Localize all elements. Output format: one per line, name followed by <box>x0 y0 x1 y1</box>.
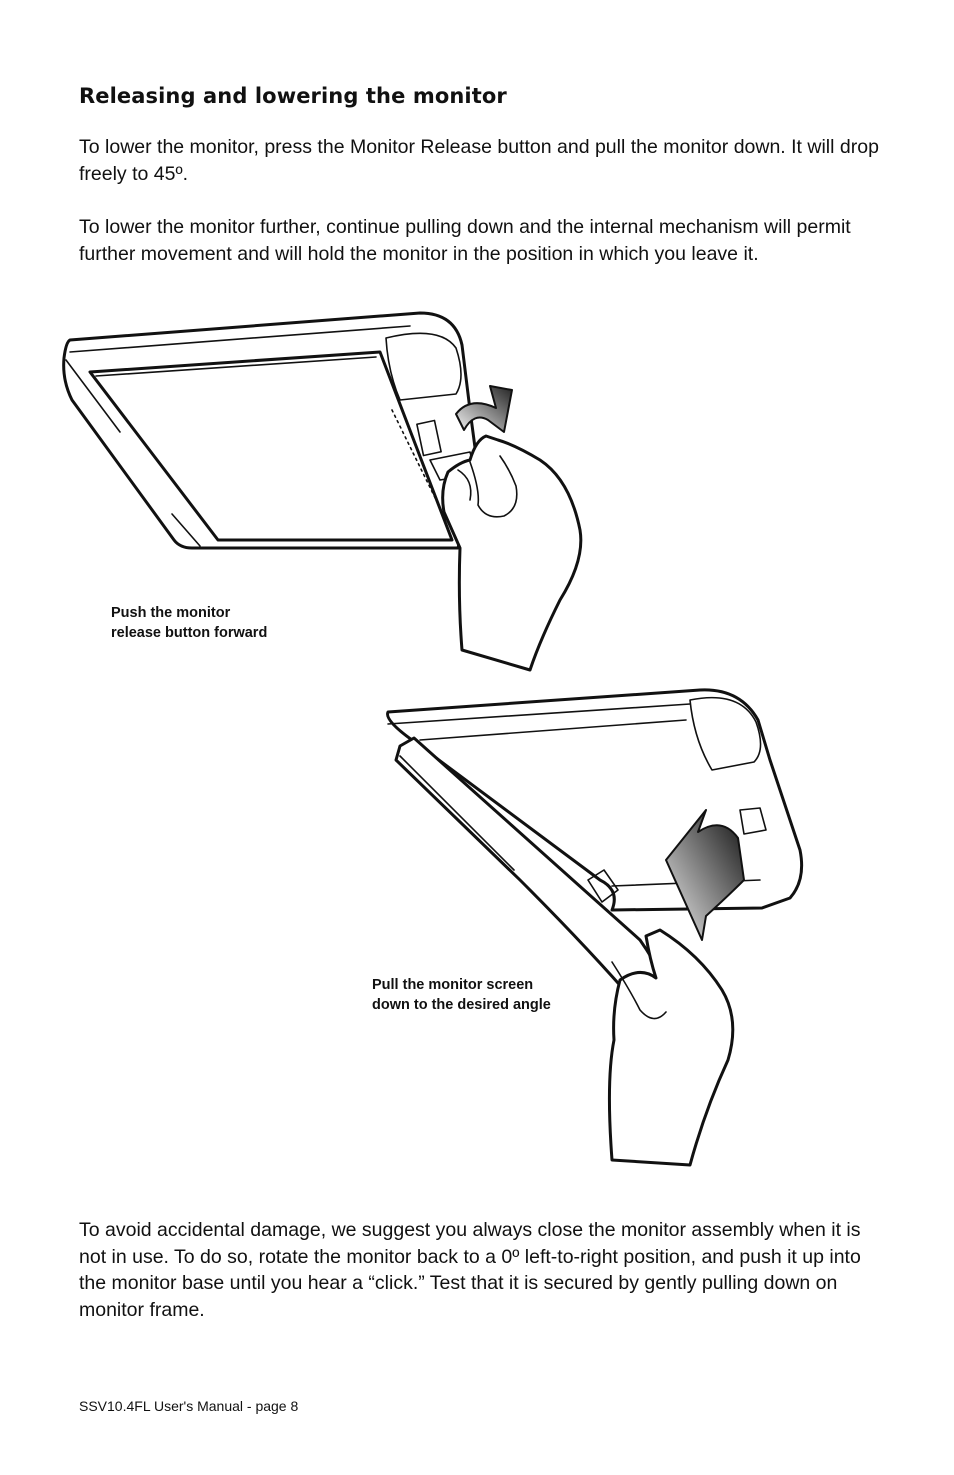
section-title: Releasing and lowering the monitor <box>79 84 507 108</box>
lower-monitor-illustration <box>386 688 804 1167</box>
page-footer: SSV10.4FL User's Manual - page 8 <box>79 1398 299 1414</box>
paragraph-lower-monitor: To lower the monitor, press the Monitor … <box>79 136 879 185</box>
release-button-illustration <box>62 311 583 672</box>
paragraph-close-monitor: To avoid accidental damage, we suggest y… <box>79 1219 861 1321</box>
paragraph-lower-further: To lower the monitor further, continue p… <box>79 216 851 265</box>
